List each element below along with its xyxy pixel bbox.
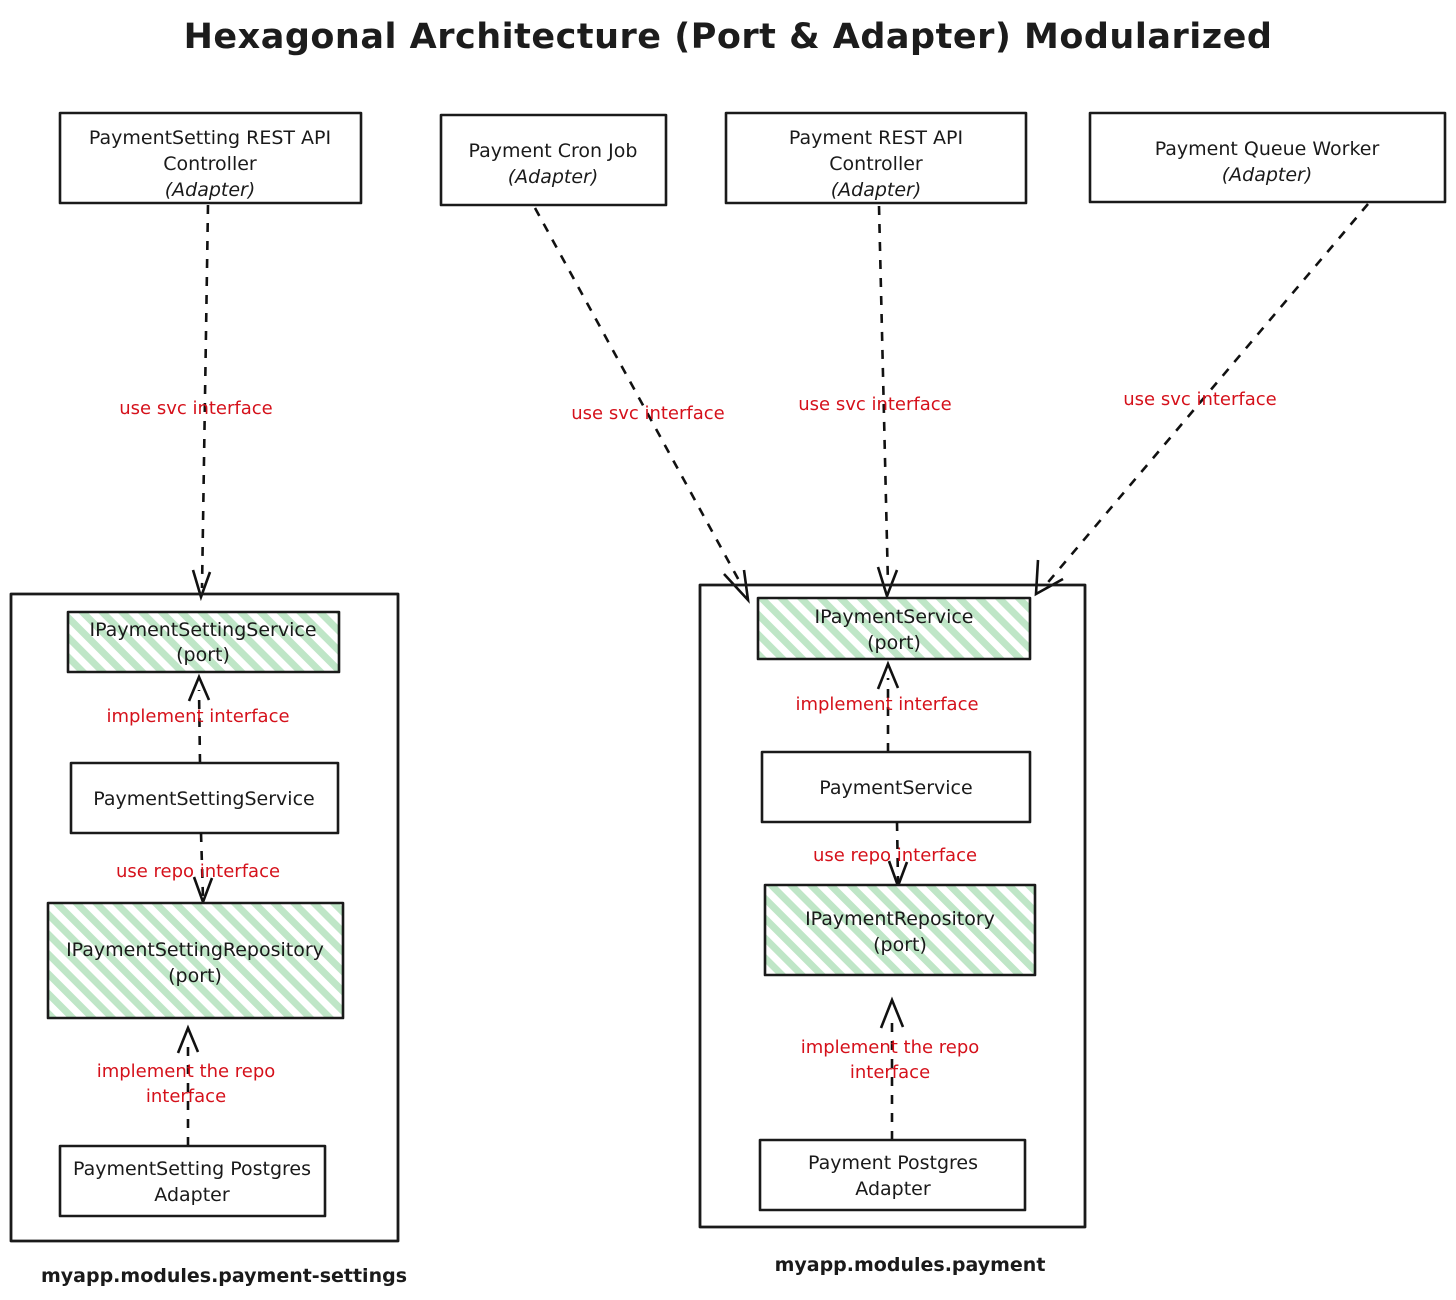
node-label-line-2: (port) (176, 644, 230, 666)
adapter-box-payment-cron-job[interactable]: Payment Cron Job (Adapter) (439, 113, 668, 207)
edge-label-use-repo-interface: use repo interface (116, 861, 280, 882)
node-label-line-1: IPaymentSettingService (89, 619, 316, 641)
adapter-label-line-1: PaymentSetting REST API (89, 127, 331, 149)
node-label-line-2: Adapter (154, 1184, 230, 1206)
edge-svc-payment-controller (876, 205, 899, 600)
adapter-label-line-1: Payment REST API (789, 127, 963, 149)
adapter-box-payment-queue-worker[interactable]: Payment Queue Worker (Adapter) (1088, 111, 1447, 204)
node-label-line-1: PaymentSettingService (93, 788, 314, 810)
edge-svc-settings-controller (191, 204, 212, 602)
node-label-line-2: Adapter (855, 1178, 931, 1200)
adapter-label-line-2: (Adapter) (508, 166, 599, 188)
node-label-line-1: IPaymentSettingRepository (66, 939, 324, 961)
edge-implement-interface-settings (187, 673, 211, 764)
page-title: Hexagonal Architecture (Port & Adapter) … (184, 17, 1273, 57)
node-payment-postgres-adapter[interactable]: Payment Postgres Adapter (758, 1138, 1027, 1212)
node-paymentsettingservice[interactable]: PaymentSettingService (69, 761, 340, 835)
node-label-line-1: PaymentSetting Postgres (73, 1158, 311, 1180)
module-payment-settings: IPaymentSettingService (port) implement … (9, 592, 407, 1287)
adapter-label-line-1: Payment Queue Worker (1155, 138, 1380, 160)
node-ipaymentsettingservice-port[interactable]: IPaymentSettingService (port) (66, 610, 341, 674)
adapter-label-line-3: (Adapter) (831, 179, 922, 201)
node-label-line-2: (port) (168, 965, 222, 987)
edge-implement-the-repo-interface-payment (879, 996, 905, 1140)
adapter-label-line-2: (Adapter) (1222, 164, 1313, 186)
edge-implement-interface-payment (876, 660, 900, 752)
node-ipaymentrepository-port[interactable]: IPaymentRepository (port) (763, 883, 1037, 977)
edge-label-interface: interface (850, 1062, 930, 1083)
adapter-box-payment-rest-api-controller[interactable]: Payment REST API Controller (Adapter) (724, 111, 1028, 205)
module-caption-payment: myapp.modules.payment (775, 1254, 1046, 1276)
edge-label-implement-interface: implement interface (795, 694, 978, 715)
edge-label-use-repo-interface: use repo interface (813, 845, 977, 866)
adapter-label-line-3: (Adapter) (165, 179, 256, 201)
node-label-line-1: Payment Postgres (808, 1152, 978, 1174)
edge-label-use-svc-interface: use svc interface (571, 403, 725, 424)
node-label-line-2: (port) (873, 934, 927, 956)
node-label-line-1: PaymentService (819, 777, 972, 799)
module-caption-payment-settings: myapp.modules.payment-settings (41, 1265, 407, 1287)
edge-label-implement-the-repo: implement the repo (97, 1061, 276, 1082)
edge-svc-cron-job (533, 207, 750, 604)
node-label-line-1: IPaymentService (814, 606, 973, 628)
edge-implement-the-repo-interface-settings (176, 1024, 200, 1146)
adapter-box-payment-setting-rest-api-controller[interactable]: PaymentSetting REST API Controller (Adap… (58, 111, 363, 205)
adapter-label-line-1: Payment Cron Job (469, 140, 638, 162)
node-paymentservice[interactable]: PaymentService (760, 750, 1032, 824)
node-ipaymentsettingrepository-port[interactable]: IPaymentSettingRepository (port) (46, 901, 345, 1020)
node-label-line-1: IPaymentRepository (805, 908, 995, 930)
module-payment: IPaymentService (port) implement interfa… (698, 583, 1087, 1276)
adapter-label-line-2: Controller (163, 153, 257, 175)
edge-label-interface: interface (146, 1086, 226, 1107)
edge-label-use-svc-interface: use svc interface (119, 398, 273, 419)
edge-label-implement-interface: implement interface (106, 706, 289, 727)
adapter-label-line-2: Controller (829, 153, 923, 175)
node-ipaymentservice-port[interactable]: IPaymentService (port) (756, 596, 1032, 661)
node-paymentsetting-postgres-adapter[interactable]: PaymentSetting Postgres Adapter (58, 1144, 327, 1218)
edge-label-implement-the-repo: implement the repo (801, 1037, 980, 1058)
edge-label-use-svc-interface: use svc interface (1123, 389, 1277, 410)
node-label-line-2: (port) (867, 632, 921, 654)
edge-label-use-svc-interface: use svc interface (798, 394, 952, 415)
